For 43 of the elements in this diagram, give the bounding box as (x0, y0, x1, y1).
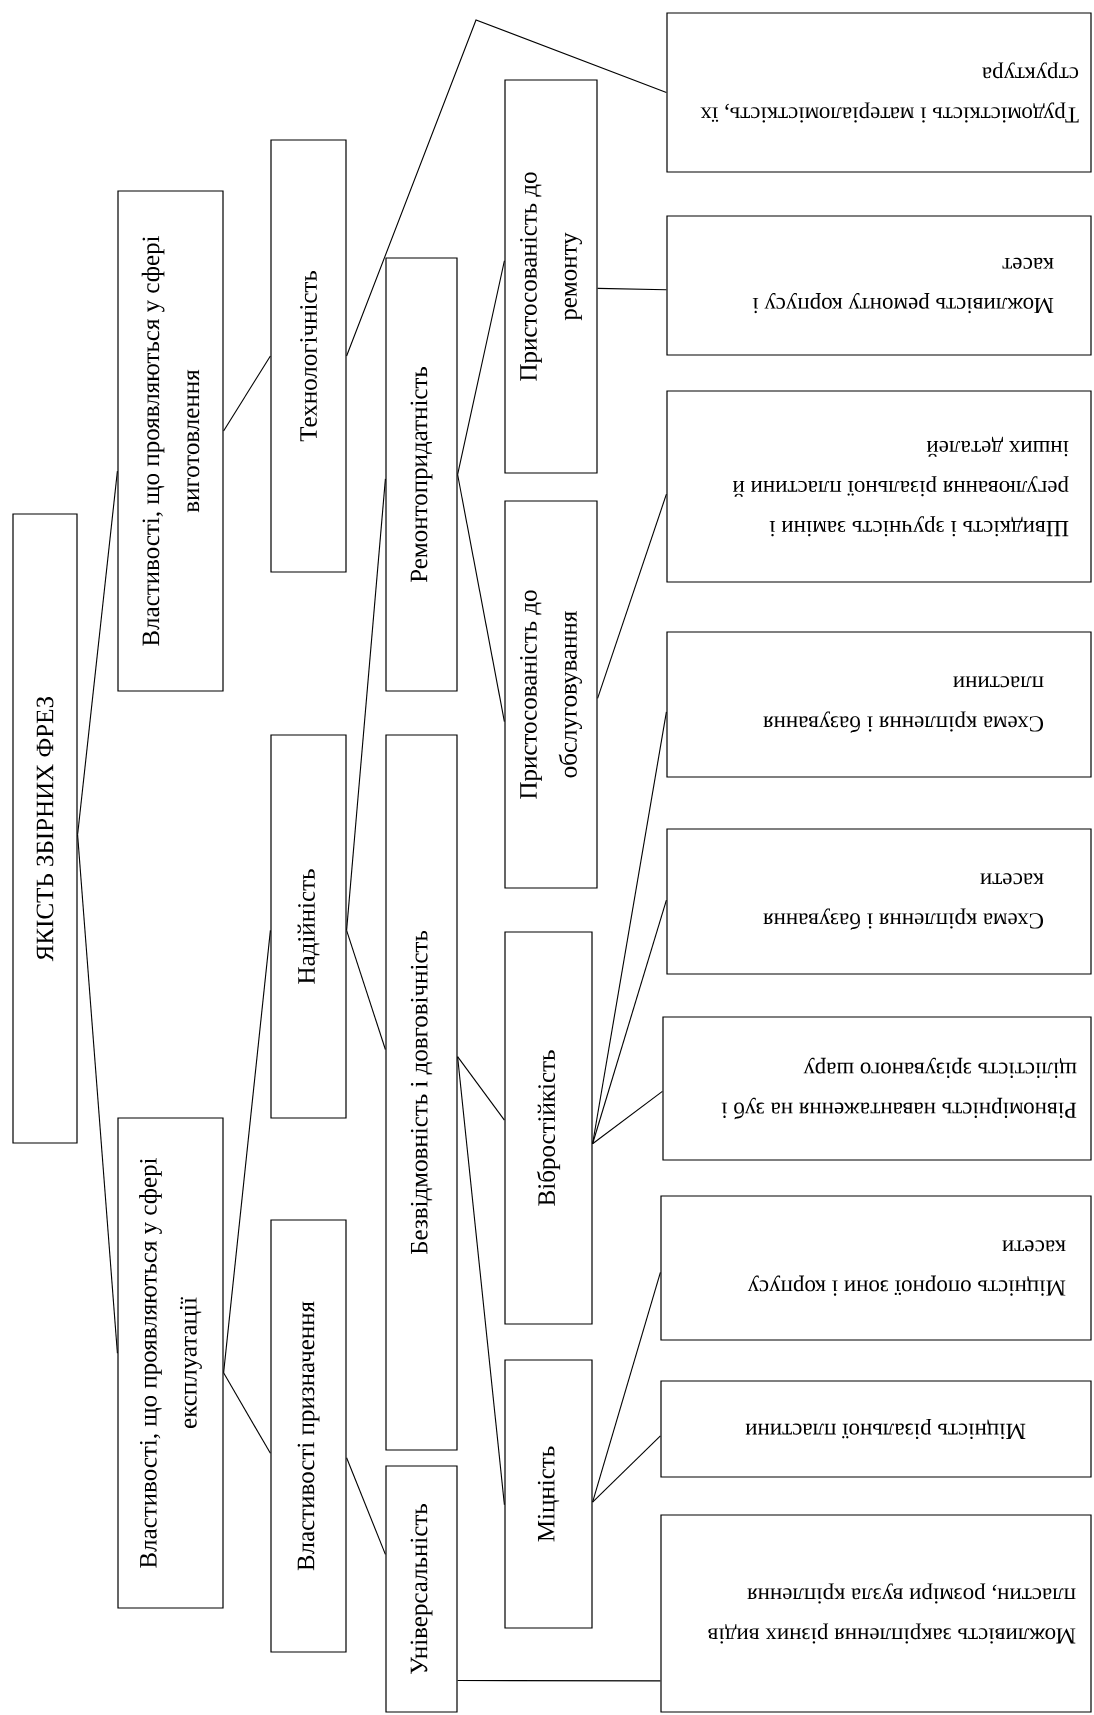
connector-line (597, 493, 667, 699)
connector-line (346, 929, 386, 1051)
connector-line (592, 711, 667, 1145)
property-box: Надійність (270, 734, 347, 1119)
feature-box: Міцність опорної зони і корпусу касети (660, 1195, 1092, 1341)
connector-line (457, 1056, 505, 1121)
property-box: Технологічність (270, 139, 347, 573)
connector-line (223, 355, 271, 432)
feature-box: Рівномірність навантаження на зуб і щілістість зрізуваного шару (662, 1016, 1092, 1161)
connector-line (346, 1457, 386, 1555)
feature-box: Можливість закріплення різних видів пластин, розміри вузла кріплення (660, 1514, 1092, 1713)
feature-box: Трудомісткість і матеріаломісткість, їх структура (666, 12, 1092, 173)
property-box: Ремонтопридатність (385, 257, 458, 692)
property-box: Універсальність (385, 1465, 458, 1713)
property-box: Пристосованість до ремонту (504, 79, 598, 474)
connector-line (77, 834, 118, 1354)
feature-box: Можливість ремонту корпусу і касет (666, 215, 1092, 356)
connector-line (457, 1679, 661, 1682)
connector-line (346, 478, 386, 931)
connector-line (597, 287, 667, 291)
title-box: ЯКІСТЬ ЗБІРНИХ ФРЕЗ (12, 513, 78, 1144)
category-box: Властивості, що проявляються у сфері експлуатації (117, 1117, 224, 1609)
property-box: Міцність (504, 1359, 593, 1629)
category-box: Властивості, що проявляються у сфері виготовлення (117, 190, 224, 692)
feature-box: Міцність різальної пластини (660, 1380, 1092, 1478)
connector-line (223, 1372, 271, 1454)
connector-line (77, 470, 118, 836)
feature-box: Швидкість і зручність заміни і регулювання різальної пластини й інших деталей (666, 390, 1092, 583)
property-box: Вібростійкість (504, 931, 593, 1325)
property-box: Властивості призначення (270, 1219, 347, 1653)
connector-line (223, 929, 271, 1374)
connector-line (592, 1435, 661, 1503)
property-box: Пристосованість до обслуговування (504, 500, 598, 889)
feature-box: Схема кріплення і базування касети (666, 828, 1092, 975)
connector-line (346, 19, 667, 357)
connector-line (592, 1271, 661, 1503)
connector-line (457, 473, 505, 723)
connector-line (457, 260, 505, 476)
connector-line (457, 1056, 505, 1506)
connector-line (592, 1090, 663, 1145)
property-box: Безвідмовність і довговічність (385, 734, 458, 1451)
feature-box: Схема кріплення і базування пластини (666, 631, 1092, 778)
connector-line (592, 899, 667, 1145)
